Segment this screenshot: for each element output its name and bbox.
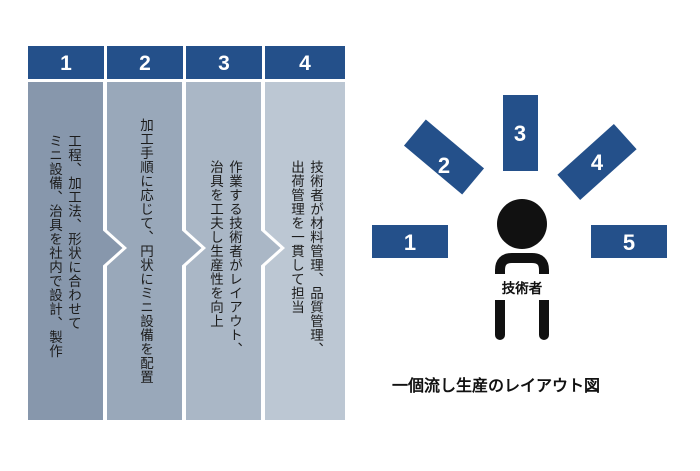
step-4-text: 技術者が材料管理、品質管理、 出荷管理を一貫して担当 bbox=[286, 160, 324, 410]
layout-caption: 一個流し生産のレイアウト図 bbox=[392, 376, 601, 395]
step-1-text: 工程、加工法、形状に合わせて ミニ設備、治具を社内で設計、製作 bbox=[44, 134, 82, 414]
step-1-line-1: 工程、加工法、形状に合わせて bbox=[65, 134, 81, 330]
station-4-label: 4 bbox=[591, 150, 604, 175]
step-3-panel bbox=[186, 82, 282, 420]
step-2-text: 加工手順に応じて、円状にミニ設備を配置 bbox=[135, 118, 154, 408]
step-3-header bbox=[186, 46, 262, 79]
step-1-header bbox=[28, 46, 104, 79]
step-4-panel bbox=[265, 82, 345, 420]
step-2-line-1: 加工手順に応じて、円状にミニ設備を配置 bbox=[137, 118, 153, 384]
step-1-number: 1 bbox=[60, 52, 72, 75]
step-1-line-2: ミニ設備、治具を社内で設計、製作 bbox=[46, 134, 62, 358]
layout-figure: 1 2 3 4 5 技術者 bbox=[360, 0, 700, 467]
station-1-label: 1 bbox=[404, 230, 416, 255]
station-1: 1 bbox=[372, 225, 448, 258]
station-5: 5 bbox=[591, 225, 667, 258]
step-4-line-2: 出荷管理を一貫して担当 bbox=[288, 160, 304, 314]
step-2-header bbox=[107, 46, 183, 79]
station-2 bbox=[403, 119, 485, 195]
technician-body-icon bbox=[495, 253, 549, 340]
step-1-panel bbox=[28, 82, 124, 420]
layout-figure-graphic: 1 2 3 4 5 技術者 bbox=[372, 95, 667, 340]
step-3-line-2: 治具を工夫し生産性を向上 bbox=[207, 160, 223, 328]
station-3-label: 3 bbox=[514, 121, 526, 146]
step-2-panel bbox=[107, 82, 203, 420]
station-3: 3 bbox=[503, 95, 538, 171]
step-3-text: 作業する技術者がレイアウト、 治具を工夫し生産性を向上 bbox=[205, 160, 243, 410]
step-4-line-1: 技術者が材料管理、品質管理、 bbox=[307, 160, 323, 356]
technician-figure: 技術者 bbox=[484, 199, 560, 340]
process-steps: 1 2 3 4 工程、加工法、形状に合わせて ミニ設備、治具を社内で設計、製作 … bbox=[28, 46, 345, 420]
step-4-number: 4 bbox=[299, 52, 311, 75]
step-3-number: 3 bbox=[218, 52, 230, 75]
technician-head-icon bbox=[497, 199, 547, 249]
step-4-header bbox=[265, 46, 345, 79]
station-2-label: 2 bbox=[438, 153, 450, 178]
step-2-number: 2 bbox=[139, 52, 151, 75]
station-4 bbox=[557, 123, 637, 201]
station-5-label: 5 bbox=[623, 230, 635, 255]
step-3-line-1: 作業する技術者がレイアウト、 bbox=[226, 160, 242, 356]
technician-label-bg bbox=[484, 274, 560, 300]
technician-label: 技術者 bbox=[502, 280, 543, 297]
process-steps-graphic: 1 2 3 4 bbox=[28, 46, 345, 420]
